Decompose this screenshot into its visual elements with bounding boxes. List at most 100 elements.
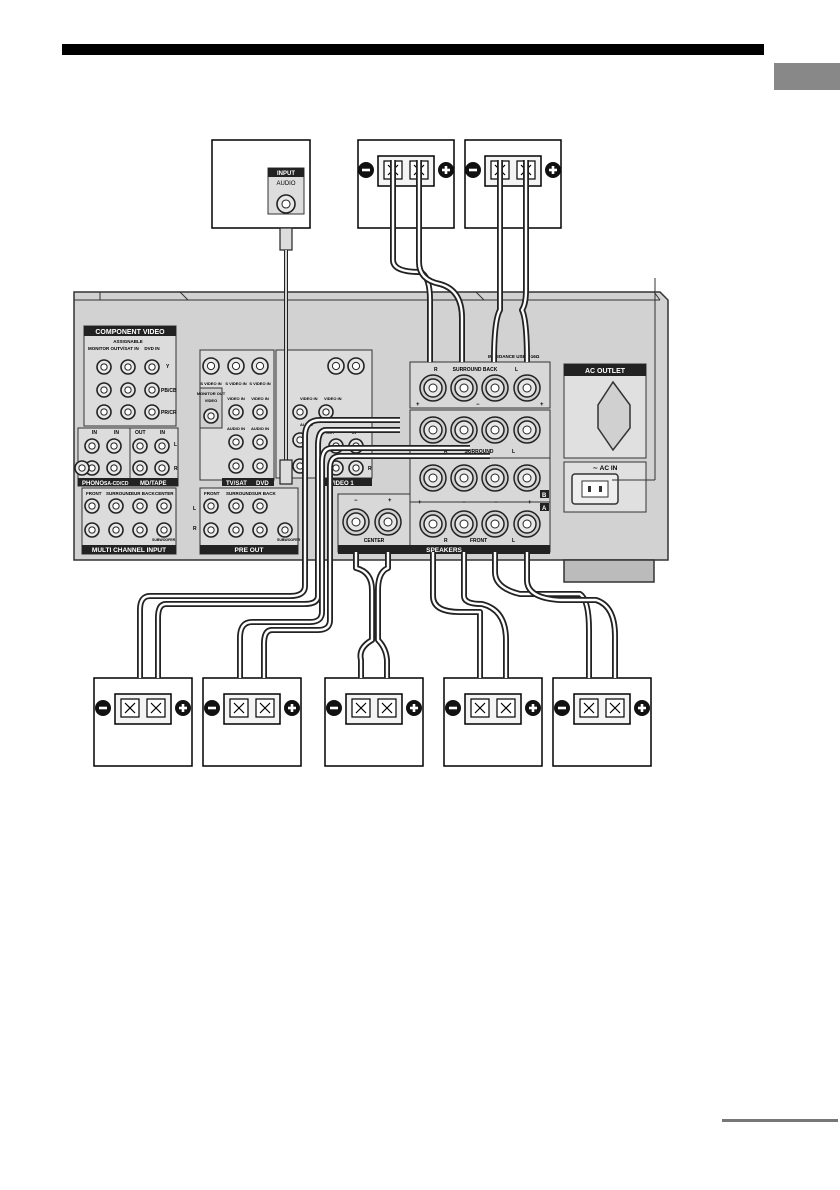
rca-jack-icon bbox=[327, 357, 345, 375]
ac-outlet-label: AC OUTLET bbox=[585, 368, 626, 375]
rca-jack-icon bbox=[292, 404, 308, 420]
binding-post-icon bbox=[481, 416, 509, 444]
pre-surback-label: SUR BACK bbox=[252, 491, 277, 496]
speaker-terminal-icon bbox=[552, 677, 652, 767]
speaker-terminal-icon bbox=[464, 139, 562, 229]
rca-jack-icon bbox=[228, 434, 244, 450]
sb-minus-label: − bbox=[476, 402, 480, 408]
binding-post-icon bbox=[374, 508, 402, 536]
rca-jack-icon bbox=[132, 522, 148, 538]
rca-jack-icon bbox=[252, 434, 268, 450]
plus-icon bbox=[175, 700, 191, 716]
front-minus2-label: − bbox=[494, 500, 498, 506]
speaker-terminal-icon bbox=[93, 677, 193, 767]
front-plus2-label: + bbox=[528, 500, 532, 506]
sb-r-label: R bbox=[434, 367, 438, 373]
binding-post-icon bbox=[450, 374, 478, 402]
speaker-cable bbox=[524, 552, 618, 678]
speaker-cable bbox=[375, 552, 391, 678]
binding-post-icon bbox=[481, 510, 509, 538]
binding-post-icon bbox=[513, 374, 541, 402]
monitor-out-video-label: MONITOR OUT bbox=[197, 391, 226, 396]
rca-jack-icon bbox=[106, 438, 122, 454]
speaker-cable bbox=[519, 160, 530, 363]
front-r-label: R bbox=[444, 538, 448, 544]
audio-in-tv-label: AUDIO IN bbox=[227, 426, 245, 431]
rca-jack-icon bbox=[252, 522, 268, 538]
plus-icon bbox=[545, 162, 561, 178]
sb-l-label: L bbox=[515, 367, 518, 373]
ac-inlet-icon bbox=[571, 473, 619, 505]
y-label: Y bbox=[166, 364, 170, 370]
rca-jack-icon bbox=[227, 357, 245, 375]
plus-icon bbox=[634, 700, 650, 716]
minus-icon bbox=[465, 162, 481, 178]
speakers-label: SPEAKERS bbox=[426, 547, 462, 554]
binding-post-icon bbox=[513, 464, 541, 492]
plus-icon bbox=[284, 700, 300, 716]
rca-jack-icon bbox=[202, 357, 220, 375]
video-in-tv-label: VIDEO IN bbox=[227, 396, 245, 401]
md-out-label: OUT bbox=[135, 430, 146, 436]
monitor-out-label: MONITOR OUT bbox=[88, 346, 120, 351]
rca-jack-icon bbox=[276, 194, 296, 214]
rca-jack-icon bbox=[84, 498, 100, 514]
ac-outlet-icon bbox=[597, 380, 631, 452]
rca-jack-icon bbox=[132, 438, 148, 454]
rca-jack-icon bbox=[96, 359, 112, 375]
rca-jack-icon bbox=[318, 404, 334, 420]
ac-outlet-block: AC OUTLET ∼ AC IN bbox=[563, 363, 647, 513]
front-label: FRONT bbox=[470, 538, 487, 544]
speaker-terminal-icon bbox=[357, 139, 455, 229]
surround-back-label: SURROUND BACK bbox=[453, 367, 498, 373]
rca-jack-icon bbox=[132, 460, 148, 476]
phono-label: PHONO bbox=[82, 481, 104, 487]
binding-post-icon bbox=[513, 416, 541, 444]
binding-post-icon bbox=[419, 416, 447, 444]
binding-post-icon bbox=[481, 374, 509, 402]
ac-in-label: ∼ AC IN bbox=[593, 465, 618, 472]
pr-label: PR/CR bbox=[161, 410, 177, 416]
pre-front-label: FRONT bbox=[204, 491, 220, 496]
binding-post-icon bbox=[513, 510, 541, 538]
video-in-dvd-label: VIDEO IN bbox=[251, 396, 269, 401]
component-video-label: COMPONENT VIDEO bbox=[95, 329, 165, 336]
rca-jack-icon bbox=[108, 522, 124, 538]
audio-input-blocks: IN IN OUT IN L R PHONO SA-CD/CD MD/TAPE bbox=[77, 427, 179, 487]
sub-audio-label: AUDIO bbox=[276, 181, 295, 187]
rca-jack-icon bbox=[252, 458, 268, 474]
plus-icon bbox=[525, 700, 541, 716]
rca-jack-icon bbox=[96, 382, 112, 398]
rca-jack-icon bbox=[228, 522, 244, 538]
rca-jack-icon bbox=[96, 404, 112, 420]
rca-jack-icon bbox=[277, 522, 293, 538]
binding-post-icon bbox=[342, 508, 370, 536]
minus-icon bbox=[445, 700, 461, 716]
plus-icon bbox=[406, 700, 422, 716]
rca-jack-icon bbox=[203, 522, 219, 538]
speaker-cable bbox=[261, 453, 490, 678]
rca-jack-icon bbox=[154, 460, 170, 476]
channel-l-label: L bbox=[174, 442, 177, 448]
speaker-cable bbox=[353, 552, 375, 678]
speaker-terminal-icon bbox=[202, 677, 302, 767]
binding-post-icon bbox=[419, 510, 447, 538]
front-l-label: L bbox=[512, 538, 515, 544]
rca-jack-icon bbox=[154, 438, 170, 454]
b-label: B bbox=[542, 493, 547, 499]
rca-jack-icon bbox=[120, 382, 136, 398]
rca-jack-icon bbox=[106, 460, 122, 476]
svideo-mon-label: S VIDEO IN bbox=[200, 381, 221, 386]
sb-plus2-label: + bbox=[540, 402, 544, 408]
a-label: A bbox=[542, 506, 547, 512]
rca-jack-icon bbox=[348, 460, 364, 476]
front-plus1-label: + bbox=[418, 500, 422, 506]
subwoofer-panel: INPUT AUDIO bbox=[211, 139, 311, 229]
center-label: CENTER bbox=[364, 538, 385, 544]
dvd-in-label: DVD IN bbox=[144, 346, 159, 351]
sub-input-label: INPUT bbox=[277, 171, 295, 177]
mc-surback-label: SUR BACK bbox=[131, 491, 156, 496]
pb-label: PB/CB bbox=[161, 388, 177, 394]
rca-jack-icon bbox=[84, 522, 100, 538]
v1-r-label: R bbox=[368, 466, 372, 472]
